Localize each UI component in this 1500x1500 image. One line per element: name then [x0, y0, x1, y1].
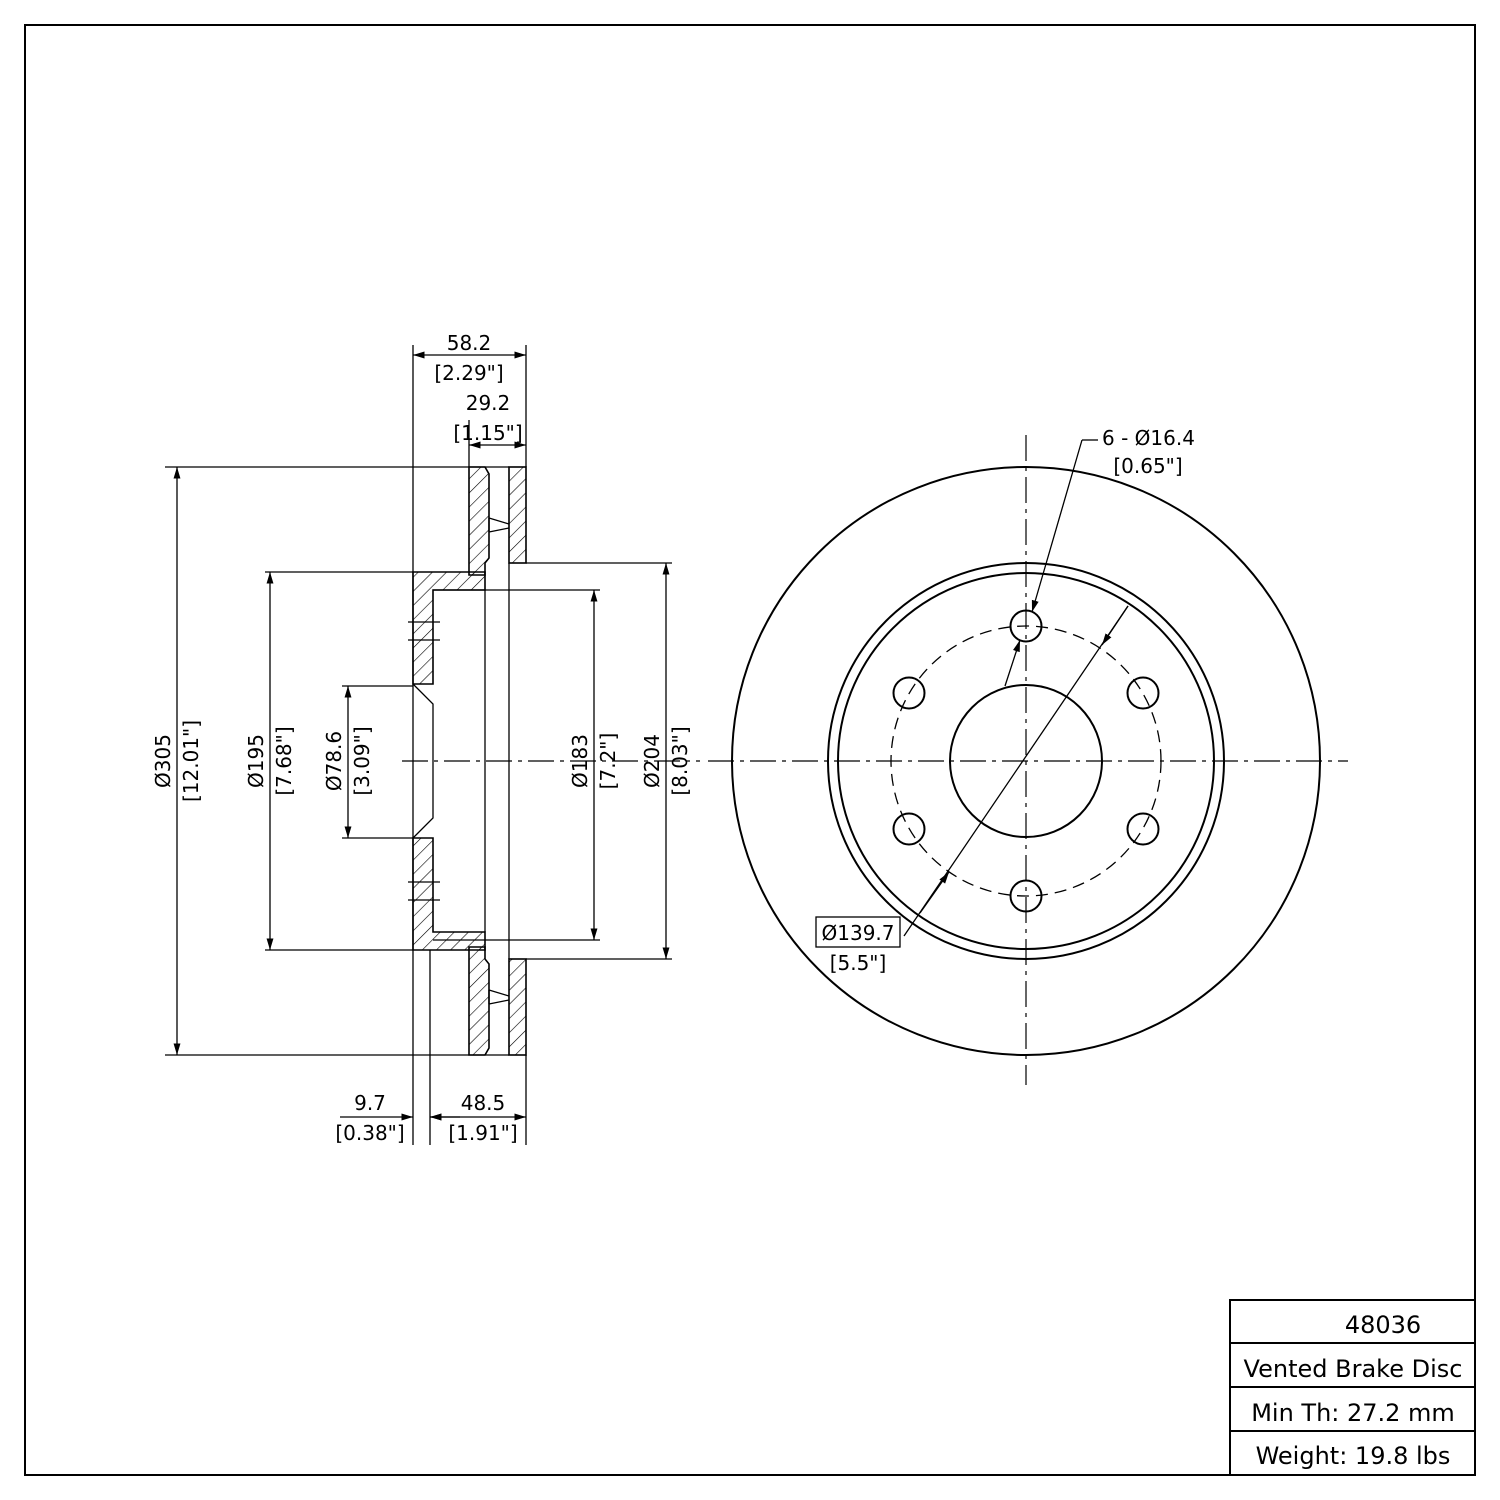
hat-wall-top [412, 571, 486, 685]
bolt-circle-leader [903, 605, 1129, 937]
bolt-hole [1126, 812, 1160, 846]
bolt-circle-in: [5.5"] [830, 951, 887, 975]
dim-204-mm: Ø204 [640, 734, 664, 788]
dim-183-mm: Ø183 [568, 734, 592, 788]
dim-9-in: [0.38"] [335, 1121, 404, 1145]
bore-chamfer [412, 683, 434, 839]
dim-195-in: [7.68"] [272, 726, 296, 795]
bolt-circle-leader-arrow-b [919, 871, 950, 914]
vane-top [488, 517, 510, 533]
part-number: 48036 [1345, 1311, 1421, 1339]
dim-58-in: [2.29"] [434, 361, 503, 385]
bolt-circle-box [815, 916, 901, 948]
inboard-friction-plate-bottom [468, 946, 490, 1056]
bolt-hole [1009, 609, 1043, 643]
dim-78-mm: Ø78.6 [322, 731, 346, 791]
rotor-outer-edge [731, 466, 1321, 1056]
bolt-hole-leader [1031, 439, 1083, 613]
bolt-hole [1126, 676, 1160, 710]
dim-305-in: [12.01"] [179, 720, 203, 802]
bolt-holes-mm: 6 - Ø16.4 [1102, 426, 1195, 450]
bolt-holes-in: [0.65"] [1113, 454, 1182, 478]
dim-58-mm: 58.2 [447, 331, 492, 355]
hat-wall-bottom [412, 837, 486, 951]
center-bore [949, 684, 1103, 838]
outboard-friction-plate-top [508, 466, 527, 564]
dim-195-mm: Ø195 [244, 734, 268, 788]
bolt-circle [890, 625, 1162, 897]
bolt-hole-leader-2 [1004, 639, 1021, 687]
bolt-circle-mm: Ø139.7 [822, 921, 895, 945]
outboard-friction-plate-bottom [508, 958, 527, 1056]
dim-29-in: [1.15"] [453, 421, 522, 445]
bolt-holes [892, 609, 1160, 913]
bolt-hole [892, 812, 926, 846]
inboard-friction-plate-top [468, 466, 490, 576]
dim-9-mm: 9.7 [354, 1091, 386, 1115]
friction-inner-edge [827, 562, 1225, 960]
dim-29-mm: 29.2 [466, 391, 511, 415]
bolt-circle-leader-arrow-a [1101, 605, 1129, 646]
dim-48-in: [1.91"] [448, 1121, 517, 1145]
stud-hole-lines [408, 621, 440, 901]
front-view: Ø139.7 [5.5"] 6 - Ø16.4 [0.65"] [708, 426, 1348, 1085]
part-description: Vented Brake Disc [1244, 1355, 1463, 1383]
dim-48-mm: 48.5 [461, 1091, 506, 1115]
bolt-hole [1009, 879, 1043, 913]
dim-78-in: [3.09"] [350, 726, 374, 795]
vane-bottom [488, 989, 510, 1005]
dim-183-in: [7.2"] [596, 733, 620, 790]
title-block: 48036 Vented Brake Disc Min Th: 27.2 mm … [1229, 1299, 1476, 1476]
drawing-border [24, 24, 1476, 1476]
hat-outer-edge [837, 572, 1215, 950]
dim-305-mm: Ø305 [151, 734, 175, 788]
dim-204-in: [8.03"] [668, 726, 692, 795]
min-thickness: Min Th: 27.2 mm [1251, 1399, 1455, 1427]
side-section-view: 58.2 [2.29"] 29.2 [1.15"] Ø305 [12.01"] … [151, 331, 700, 1145]
weight: Weight: 19.8 lbs [1256, 1442, 1451, 1470]
bolt-hole [892, 676, 926, 710]
